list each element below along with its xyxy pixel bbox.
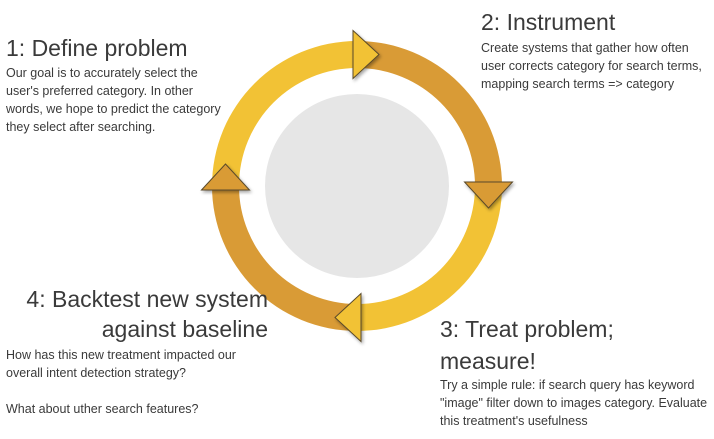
step-3-title: 3: Treat problem; measure! [440,316,614,374]
step-4-title: 4: Backtest new system against baseline [26,286,268,342]
step-2-title: 2: Instrument [481,9,616,35]
step-1-description: Our goal is to accurately select the use… [6,66,221,134]
step-4-question: What about uther search features? [6,402,199,416]
arrow-right-icon [352,29,380,80]
step-1-title: 1: Define problem [6,35,188,61]
ring-arrows [200,29,514,343]
step-3-description: Try a simple rule: if search query has k… [440,378,708,428]
step-4-description: How has this new treatment impacted our … [6,348,236,380]
arrow-up-icon [200,163,251,191]
arrow-left-icon [334,292,362,343]
arrow-down-icon [463,181,514,209]
step-2-description: Create systems that gather how often use… [481,41,702,91]
center-disc [265,94,449,278]
